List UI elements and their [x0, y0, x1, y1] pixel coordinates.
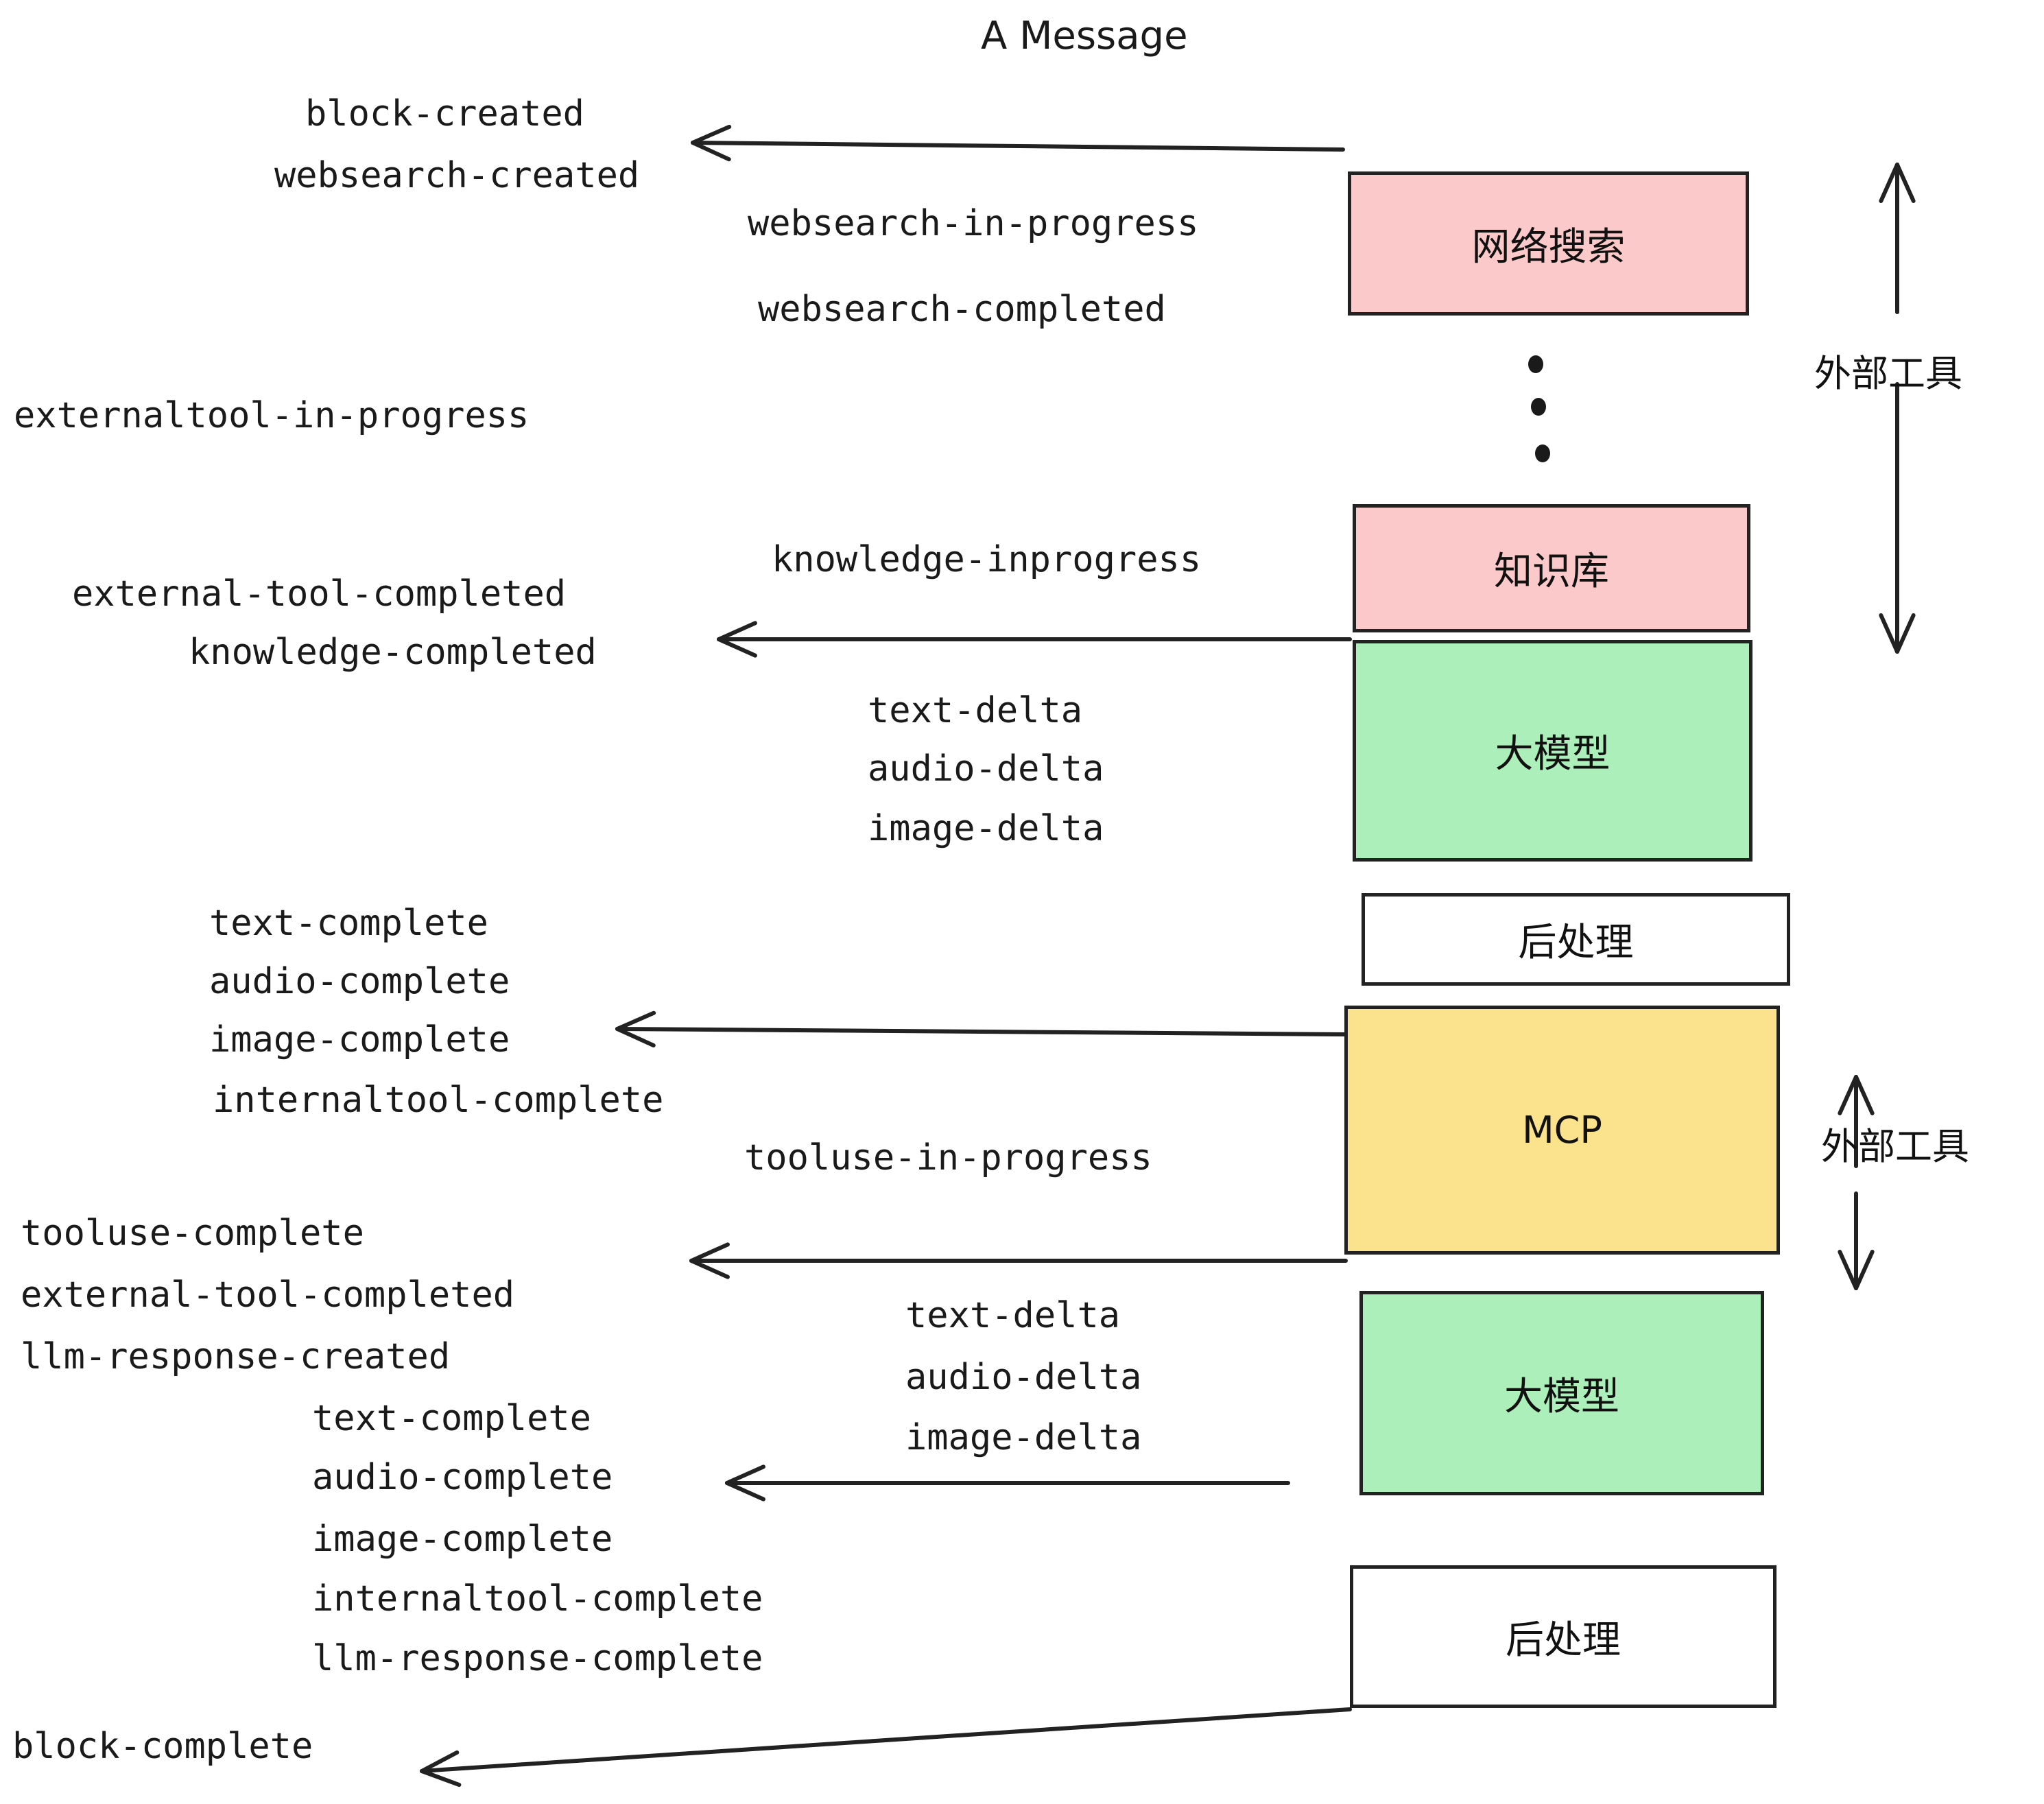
- box-label: 大模型: [1495, 732, 1611, 776]
- side-label-external-tools-bottom: 外部工具: [1821, 1125, 1969, 1168]
- event-label-internaltool-complete-2: internaltool-complete: [312, 1578, 763, 1619]
- event-label-websearch-in-progress: websearch-in-progress: [748, 203, 1199, 244]
- side-label-external-tools-top: 外部工具: [1814, 352, 1962, 395]
- event-label-websearch-created: websearch-created: [274, 155, 640, 196]
- arrow-ext-top-down: [1879, 382, 1916, 654]
- event-label-audio-complete-2: audio-complete: [312, 1457, 613, 1498]
- event-label-audio-delta-2: audio-delta: [905, 1357, 1142, 1398]
- event-label-knowledge-inprogress: knowledge-inprogress: [772, 539, 1202, 580]
- box-label: 网络搜索: [1471, 224, 1626, 270]
- event-label-text-delta-2: text-delta: [905, 1295, 1121, 1336]
- box-llm-1[interactable]: 大模型: [1353, 640, 1752, 862]
- event-label-image-delta-1: image-delta: [868, 808, 1104, 849]
- box-post-2[interactable]: 后处理: [1350, 1565, 1776, 1708]
- event-label-text-delta-1: text-delta: [868, 690, 1083, 731]
- event-label-llm-response-created: llm-response-created: [21, 1336, 451, 1377]
- event-label-llm-response-complete: llm-response-complete: [312, 1638, 763, 1679]
- event-label-knowledge-completed: knowledge-completed: [189, 632, 597, 673]
- event-label-text-complete-2: text-complete: [312, 1398, 591, 1439]
- event-label-image-complete-1: image-complete: [209, 1019, 510, 1060]
- box-label: MCP: [1522, 1108, 1602, 1152]
- event-label-text-complete-1: text-complete: [209, 903, 488, 944]
- ellipsis-dot-icon: [1535, 444, 1550, 462]
- arrow-block-created: [691, 124, 1345, 162]
- event-label-audio-delta-1: audio-delta: [868, 748, 1104, 790]
- event-label-internaltool-complete-1: internaltool-complete: [213, 1080, 664, 1121]
- box-llm-2[interactable]: 大模型: [1359, 1291, 1764, 1495]
- page-title: A Message: [981, 14, 1188, 58]
- event-label-image-complete-2: image-complete: [312, 1519, 613, 1560]
- event-label-tooluse-in-progress: tooluse-in-progress: [744, 1137, 1152, 1178]
- arrow-audio-complete: [725, 1464, 1290, 1502]
- box-knowledge[interactable]: 知识库: [1353, 504, 1750, 632]
- arrow-ext-top-up: [1879, 163, 1916, 314]
- event-label-externaltool-in-progress: externaltool-in-progress: [14, 395, 530, 436]
- ellipsis-dot-icon: [1531, 398, 1546, 416]
- ellipsis-dot-icon: [1528, 355, 1543, 373]
- box-label: 大模型: [1504, 1374, 1619, 1419]
- event-label-block-complete: block-complete: [12, 1726, 313, 1767]
- event-label-block-created: block-created: [305, 93, 584, 134]
- event-label-external-tool-completed-1: external-tool-completed: [72, 573, 567, 615]
- event-label-tooluse-complete: tooluse-complete: [21, 1213, 364, 1254]
- box-mcp[interactable]: MCP: [1344, 1006, 1780, 1255]
- box-label: 后处理: [1506, 1617, 1621, 1663]
- event-label-external-tool-completed-2: external-tool-completed: [21, 1274, 515, 1316]
- arrow-image-complete: [615, 1010, 1346, 1048]
- box-label: 知识库: [1494, 549, 1609, 594]
- box-label: 后处理: [1518, 921, 1634, 965]
- arrow-tooluse-done: [689, 1242, 1348, 1279]
- event-label-audio-complete-1: audio-complete: [209, 961, 510, 1002]
- box-websearch[interactable]: 网络搜索: [1348, 171, 1749, 316]
- event-label-image-delta-2: image-delta: [905, 1417, 1142, 1458]
- arrow-knowledge-done: [717, 621, 1352, 658]
- box-post-1[interactable]: 后处理: [1362, 893, 1790, 986]
- arrow-block-complete: [420, 1707, 1352, 1788]
- event-label-websearch-completed: websearch-completed: [758, 289, 1166, 330]
- arrow-ext-bot-down: [1838, 1191, 1875, 1290]
